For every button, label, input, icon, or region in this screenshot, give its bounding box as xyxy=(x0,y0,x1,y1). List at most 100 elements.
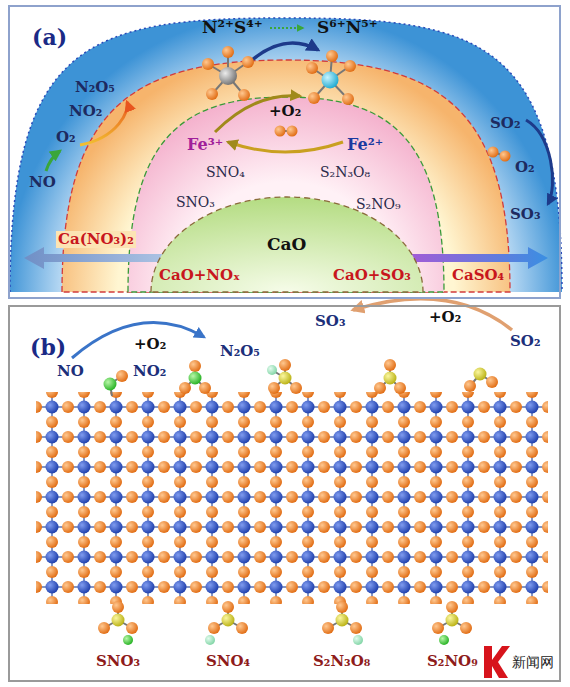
surface-molecules xyxy=(98,359,498,645)
fe-atom xyxy=(219,67,237,85)
reaction-arrow xyxy=(72,323,204,358)
o-atom xyxy=(384,359,396,371)
chem-label: CaO+NOₓ xyxy=(159,267,240,284)
chem-label: S₂N₃O₈ xyxy=(313,653,370,670)
s-atom xyxy=(112,614,125,627)
chem-label: S₂NO₉ xyxy=(427,653,478,670)
s-atom xyxy=(222,614,235,627)
o-atom xyxy=(336,601,348,613)
chem-label: NO₂ xyxy=(69,103,102,120)
reaction-arrow xyxy=(46,151,60,171)
lattice xyxy=(36,392,548,604)
o-atom xyxy=(126,622,138,634)
outer-band xyxy=(10,18,562,292)
chem-label: +O₂ xyxy=(134,336,166,353)
o-atom xyxy=(464,380,476,392)
o-atom xyxy=(460,622,472,634)
o-atom xyxy=(500,151,511,162)
o-atom xyxy=(326,50,338,62)
compound-label: CaO xyxy=(267,235,306,255)
o-atom xyxy=(236,622,248,634)
chem-label: S₂NO₉ xyxy=(356,196,401,212)
watermark: 新闻网 xyxy=(512,654,554,670)
chem-label: +O₂ xyxy=(269,103,301,120)
o-atom xyxy=(238,89,250,101)
o-atom xyxy=(202,58,214,70)
band-border xyxy=(10,18,562,292)
o-atom xyxy=(374,382,386,394)
s-atom xyxy=(474,368,487,381)
n-atom xyxy=(439,635,449,645)
s-atom xyxy=(446,614,459,627)
surface-molecules xyxy=(104,365,492,628)
chem-label: S⁶⁺N⁵⁺ xyxy=(317,18,378,38)
chem-label: SO₂ xyxy=(490,115,520,132)
o-atom xyxy=(275,126,286,137)
chem-label: SNO₄ xyxy=(206,653,250,670)
molecule xyxy=(208,52,505,156)
chem-label: NO₂ xyxy=(133,363,166,380)
chem-label: N₂O₅ xyxy=(220,343,260,360)
reaction-arrow xyxy=(353,299,512,330)
o-atom xyxy=(208,622,220,634)
n-atom xyxy=(205,635,215,645)
o-atom xyxy=(199,382,211,394)
o-atom xyxy=(488,147,499,158)
o-atom xyxy=(268,382,280,394)
chem-label: SNO₃ xyxy=(176,194,215,210)
o-atom xyxy=(189,360,201,372)
chem-label: S₂N₃O₈ xyxy=(320,164,370,180)
o-atom xyxy=(432,622,444,634)
n-atom xyxy=(353,635,363,645)
o-atom xyxy=(222,601,234,613)
reaction-arrow xyxy=(228,142,343,152)
s-atom xyxy=(384,372,397,385)
chem-label: SNO₄ xyxy=(206,164,245,180)
chem-label: CaSO₄ xyxy=(452,267,504,284)
panel: (a) CaO xyxy=(8,5,561,299)
panel-label: (b) xyxy=(30,335,66,360)
o-atom xyxy=(446,601,458,613)
o-atom xyxy=(394,382,406,394)
chem-label: SO₃ xyxy=(315,313,345,330)
n-atom xyxy=(267,365,277,375)
o-atom xyxy=(242,56,254,68)
s-atom xyxy=(336,614,349,627)
s-atom xyxy=(279,372,292,385)
chem-label: N₂O₅ xyxy=(75,79,115,96)
o-atom xyxy=(344,60,356,72)
o-atom xyxy=(350,622,362,634)
chem-label: O₂ xyxy=(56,129,76,146)
o-atom xyxy=(322,622,334,634)
dome-outline xyxy=(151,197,423,292)
o-atom xyxy=(290,382,302,394)
n-atom xyxy=(189,372,202,385)
o-atom xyxy=(486,376,498,388)
o-atom xyxy=(279,359,291,371)
o-atom xyxy=(222,46,234,58)
chem-label: Fe³⁺ xyxy=(187,136,223,154)
panel: (b) xyxy=(8,305,561,682)
o-atom xyxy=(342,93,354,105)
reaction-arrow xyxy=(252,43,318,60)
chem-label: +O₂ xyxy=(429,309,461,326)
o-atom xyxy=(112,601,124,613)
o-atom xyxy=(287,126,298,137)
chem-label: NO xyxy=(29,174,56,191)
o-atom xyxy=(206,88,218,100)
chem-label: NO xyxy=(57,363,84,380)
chem-label: CaO+SO₃ xyxy=(333,267,411,284)
n-atom xyxy=(123,635,133,645)
o-atom xyxy=(179,382,191,394)
n-atom xyxy=(104,378,117,391)
o-atom xyxy=(308,92,320,104)
reaction-arrow xyxy=(270,27,303,29)
chem-label: SNO₃ xyxy=(96,653,140,670)
o-atom xyxy=(306,62,318,74)
chem-label: SO₃ xyxy=(510,206,540,223)
panel-label: (a) xyxy=(32,25,67,50)
chem-label: Ca(NO₃)₂ xyxy=(56,231,136,248)
chem-label: N²⁺S⁴⁺ xyxy=(202,18,263,38)
molecule xyxy=(202,46,511,162)
